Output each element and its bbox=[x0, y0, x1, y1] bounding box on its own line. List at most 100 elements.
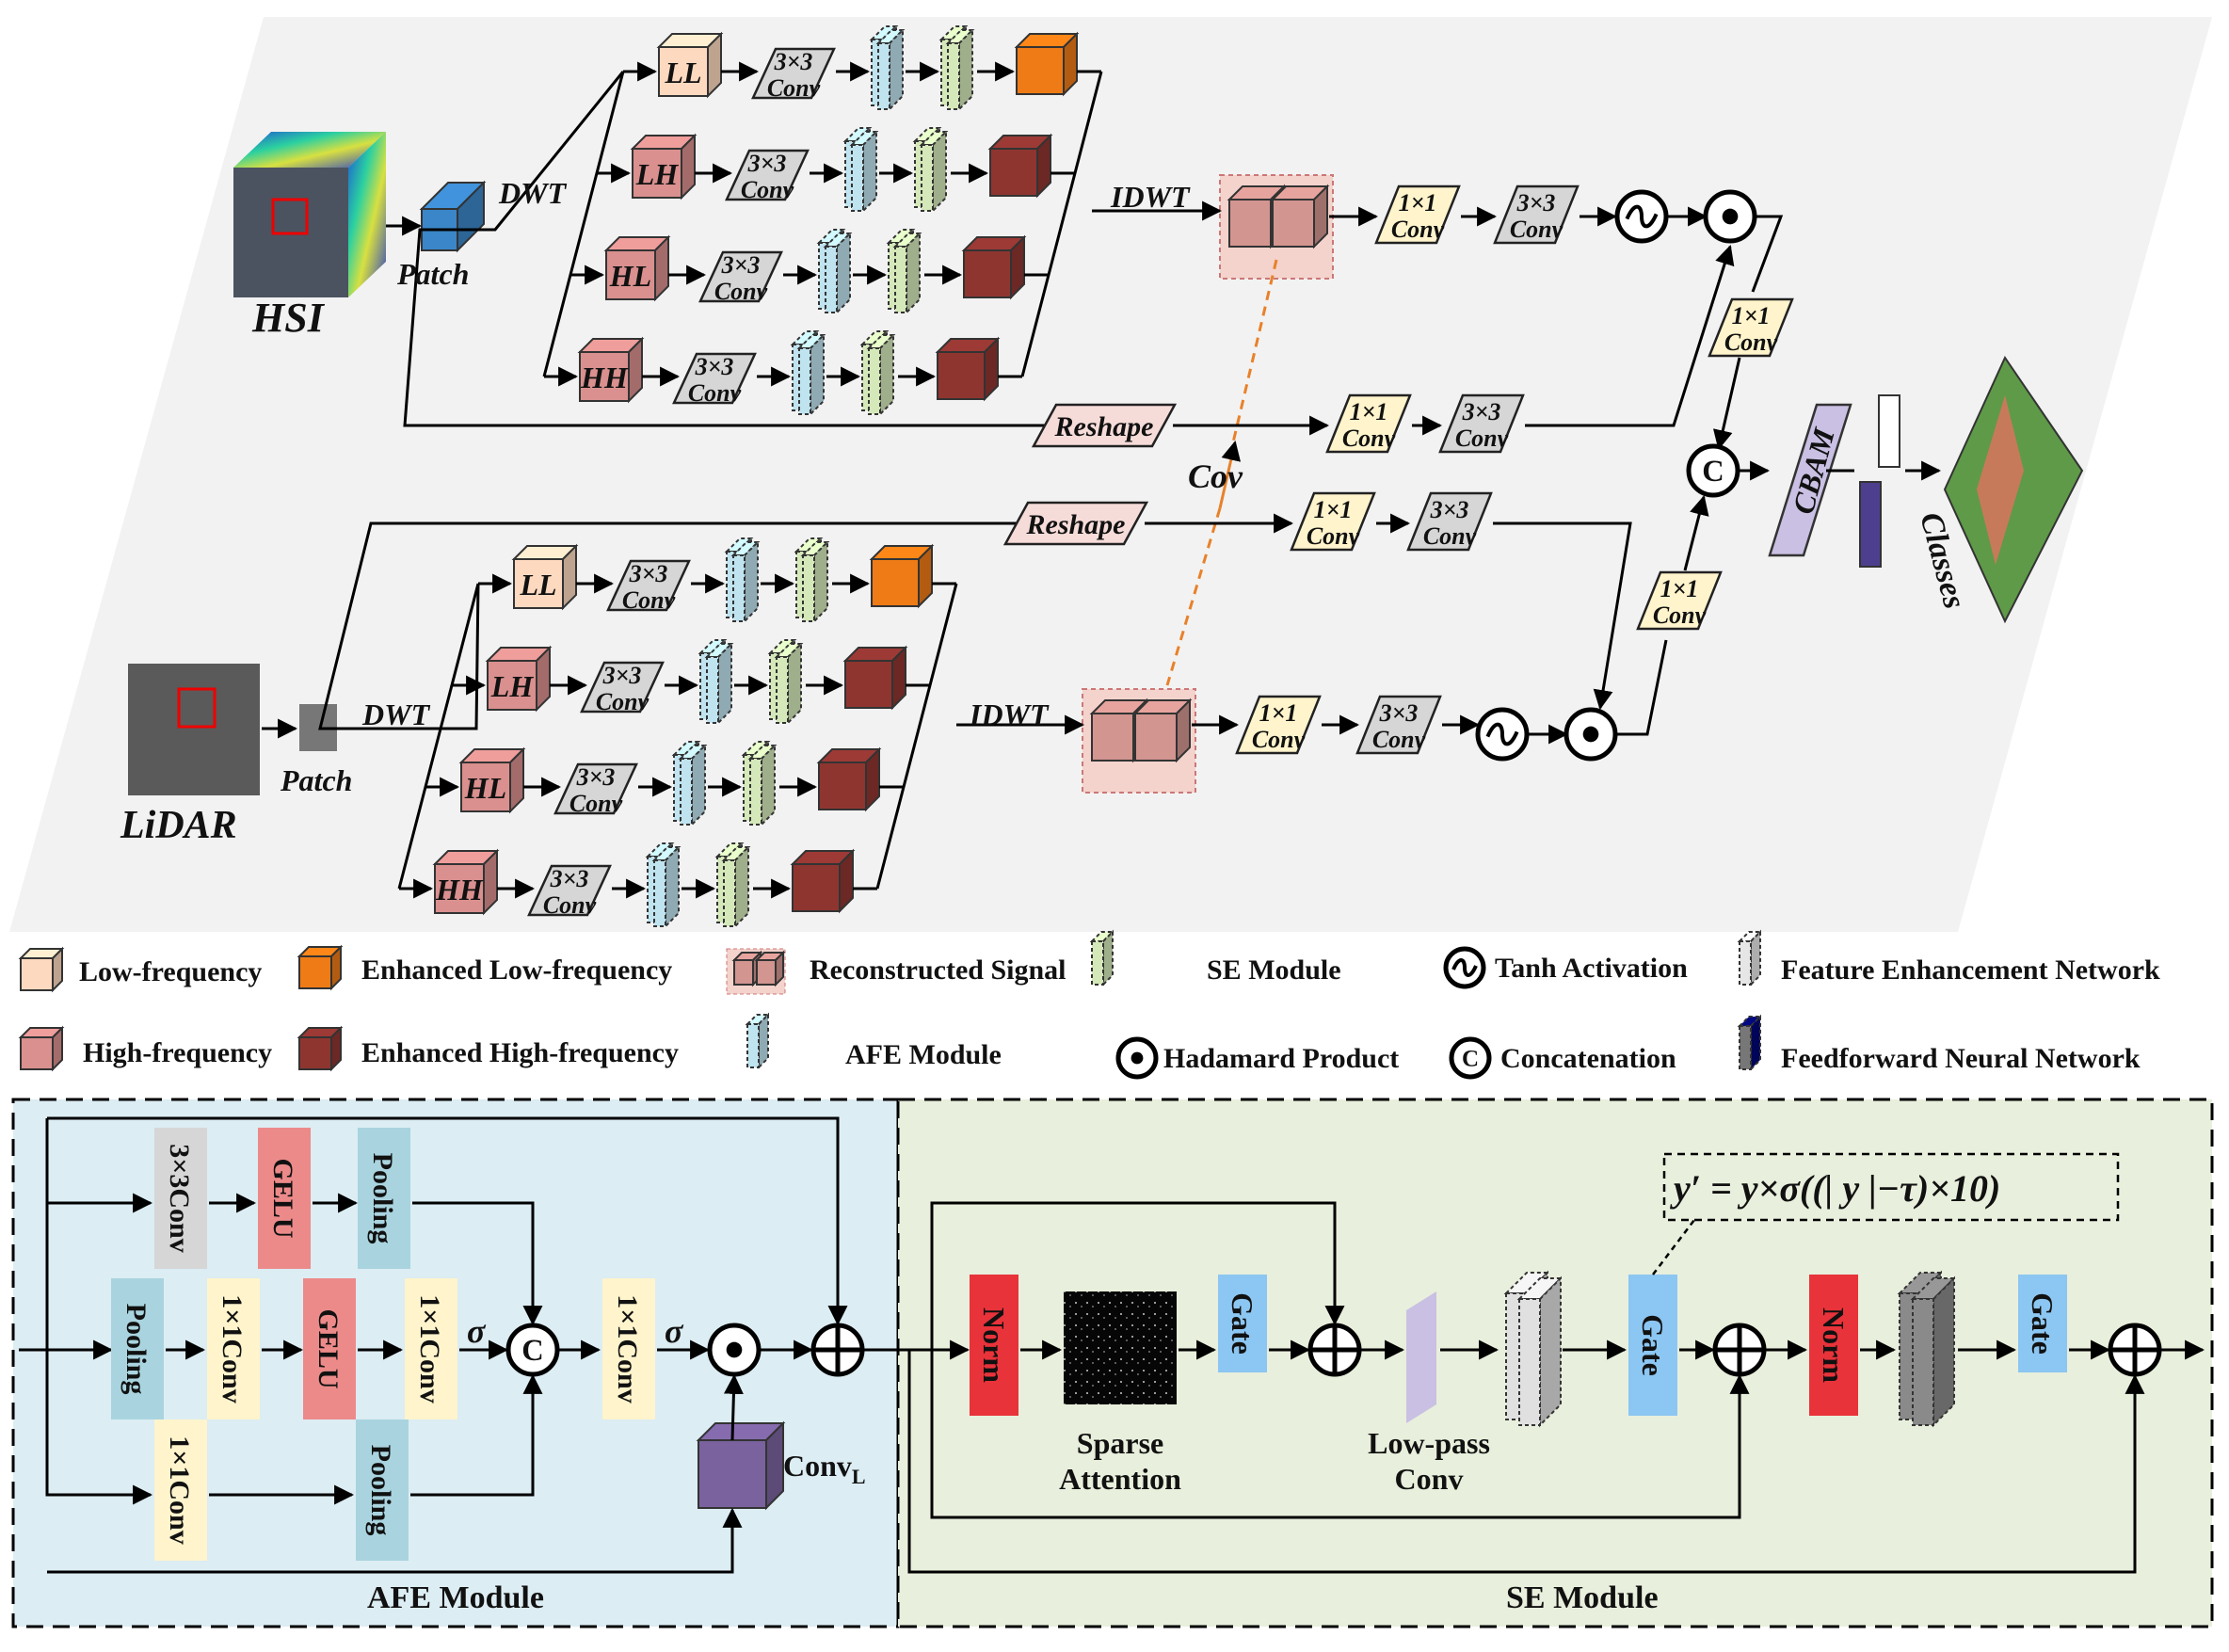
afe-sigma-2: σ bbox=[665, 1312, 684, 1350]
formula-pointer bbox=[1652, 1219, 1695, 1275]
lidar-afe-slab-3-b bbox=[651, 844, 682, 929]
legend-enh-low-icon bbox=[297, 944, 344, 991]
cube-side bbox=[810, 332, 825, 417]
lidar-se-slab-1-b bbox=[774, 641, 804, 726]
fusion-concat-c: C bbox=[1702, 455, 1724, 489]
cube-front bbox=[698, 1439, 767, 1509]
cube-front bbox=[1518, 1298, 1541, 1426]
lowpass-conv bbox=[1406, 1291, 1436, 1423]
lidar-idwt-label: IDWT bbox=[969, 698, 1050, 731]
se-fen-b bbox=[1516, 1275, 1564, 1428]
hsi-conv3-0 bbox=[751, 47, 836, 100]
legend-concat-icon bbox=[1449, 1036, 1492, 1080]
legend-high-frequency: High-frequency bbox=[83, 1037, 272, 1068]
hsi-dwt-label: DWT bbox=[498, 176, 568, 210]
cube-front bbox=[802, 554, 815, 622]
hsi-conv3-b-label-2: Conv bbox=[1455, 425, 1509, 452]
lidar-tanh-wave bbox=[1485, 722, 1519, 746]
cube-side bbox=[906, 231, 921, 315]
cube-front bbox=[632, 148, 682, 199]
cube-side bbox=[717, 641, 732, 726]
cube-front bbox=[434, 863, 485, 914]
hsi-afe-slab-0-b bbox=[875, 27, 906, 112]
hsi-afe-slab-3-b bbox=[796, 332, 826, 417]
cube-front bbox=[749, 758, 762, 826]
se-norm-1 bbox=[970, 1275, 1018, 1416]
cube-front bbox=[1739, 1025, 1752, 1070]
lidar-se-slab-0-b bbox=[800, 539, 830, 624]
lidar-conv1-b-label-2: Conv bbox=[1307, 522, 1360, 550]
fuse-conv1-bottom bbox=[1636, 570, 1723, 631]
hsi-se-slab-0-b bbox=[945, 27, 975, 112]
top-background bbox=[9, 17, 2212, 932]
formula-box bbox=[1662, 1152, 2120, 1222]
lidar-enhanced-1 bbox=[842, 645, 908, 711]
cube-front bbox=[732, 554, 746, 622]
hsi-reshape bbox=[1031, 403, 1178, 448]
hsi-hh-label: HH bbox=[580, 361, 629, 394]
cube-front bbox=[1016, 46, 1065, 95]
lidar-conv3-2-label-2: Conv bbox=[569, 790, 623, 817]
hsi-conv3-1-label-2: Conv bbox=[741, 176, 794, 203]
cube-front bbox=[947, 42, 960, 110]
cube-side bbox=[1102, 929, 1114, 987]
hsi-conv1-a-label-2: Conv bbox=[1391, 216, 1445, 243]
lidar-se-slab-2-b bbox=[747, 743, 778, 827]
legend-ffn-icon bbox=[1737, 1014, 1763, 1072]
hsi-split bbox=[542, 71, 625, 377]
afe-conv1-bottom-label: 1×1Conv bbox=[164, 1435, 195, 1544]
lidar-conv3-3-label-1: 3×3 bbox=[550, 865, 589, 892]
lidar-dwt-label: DWT bbox=[361, 698, 431, 731]
lidar-conv3-3-label-2: Conv bbox=[543, 891, 597, 919]
legend-fen-icon bbox=[1737, 929, 1763, 987]
lidar-hl-cube bbox=[458, 746, 526, 814]
lidar-conv3-b-label-2: Conv bbox=[1423, 522, 1477, 550]
legend-low-frequency: Low-frequency bbox=[79, 956, 262, 987]
lidar-patch-label: Patch bbox=[280, 763, 352, 797]
lidar-merge bbox=[875, 583, 958, 890]
fuse-conv1-top-label-1: 1×1 bbox=[1732, 302, 1771, 329]
cube-front bbox=[868, 347, 881, 415]
hsi-enhanced-1 bbox=[987, 133, 1053, 199]
lidar-label: LiDAR bbox=[120, 804, 237, 847]
afe-sigma-1: σ bbox=[467, 1312, 487, 1350]
afe-t3 bbox=[412, 1201, 543, 1326]
cov-head bbox=[1218, 440, 1242, 509]
lidar-dwt-line bbox=[337, 583, 480, 730]
cube-front bbox=[746, 1023, 760, 1068]
legend-enh-high-frequency: Enhanced High-frequency bbox=[361, 1037, 679, 1068]
hsi-conv3-3-label-2: Conv bbox=[688, 379, 742, 407]
afe-gelu-top-label: GELU bbox=[267, 1158, 298, 1238]
lidar-enhanced-2 bbox=[816, 746, 882, 812]
cube-front bbox=[605, 249, 656, 300]
se-title: SE Module bbox=[1506, 1580, 1659, 1615]
hsi-conv3-2-label-1: 3×3 bbox=[721, 251, 761, 279]
lidar-reshape-line bbox=[318, 521, 1017, 730]
afe-pool-bottom-label: Pooling bbox=[365, 1445, 396, 1536]
lidar-reshape bbox=[1002, 501, 1149, 546]
cube-side bbox=[932, 129, 947, 214]
hsi-ll-cube bbox=[656, 31, 724, 99]
afe-b2 bbox=[410, 1373, 543, 1497]
fuse-conv1-top bbox=[1708, 297, 1794, 358]
afe-convl-route bbox=[47, 1507, 743, 1574]
cube-front bbox=[579, 351, 630, 402]
afe-conv1-mid-a bbox=[207, 1278, 260, 1419]
legend-low-icon bbox=[18, 946, 65, 993]
legend-se-module: SE Module bbox=[1207, 954, 1341, 986]
afe-skip bbox=[47, 1116, 848, 1326]
cube-front bbox=[706, 656, 719, 724]
lidar-afe-slab-0-b bbox=[730, 539, 761, 624]
se-ffn-b bbox=[1910, 1275, 1957, 1428]
lidar-lh-cube bbox=[485, 645, 553, 713]
sparse-attention-line1: Sparse bbox=[1077, 1426, 1163, 1460]
legend-se-icon bbox=[1089, 929, 1115, 987]
hsi-conv3-0-label-2: Conv bbox=[767, 74, 821, 102]
sparse-attention-map bbox=[1064, 1291, 1177, 1404]
afe-pool-bottom bbox=[356, 1419, 409, 1561]
legend-tanh-icon-wave bbox=[1451, 958, 1478, 977]
lidar-conv1-a-label-2: Conv bbox=[1252, 726, 1306, 753]
afe-conv3x3-label: 3×3Conv bbox=[164, 1144, 195, 1252]
afe-conv1-final bbox=[602, 1278, 655, 1419]
hsi-conv3-b bbox=[1438, 393, 1525, 454]
